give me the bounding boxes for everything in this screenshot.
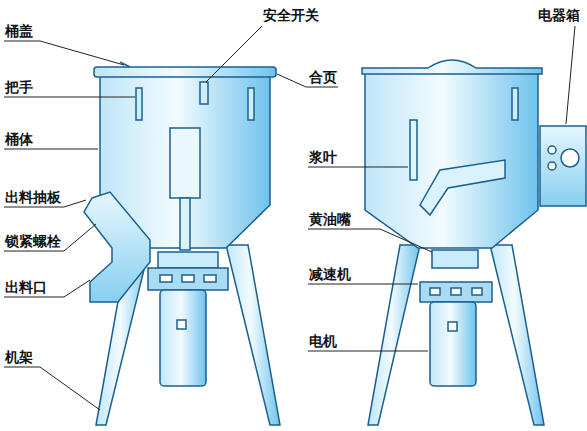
- part-label: 出料抽板: [4, 188, 62, 206]
- part-label: 桶盖: [4, 22, 34, 40]
- part-label: 减速机: [308, 265, 352, 283]
- part-label: 机架: [4, 348, 34, 366]
- part-label: 浆叶: [308, 148, 338, 166]
- part-label: 黄油嘴: [308, 210, 352, 228]
- part-label: 桶体: [4, 130, 34, 148]
- part-label: 把手: [4, 78, 34, 96]
- part-label: 电器箱: [537, 6, 581, 24]
- part-label: 合页: [308, 68, 338, 86]
- part-label: 电机: [308, 332, 338, 350]
- part-label: 出料口: [4, 278, 48, 296]
- part-label: 锁紧螺栓: [4, 232, 62, 250]
- part-label: 安全开关: [262, 6, 320, 24]
